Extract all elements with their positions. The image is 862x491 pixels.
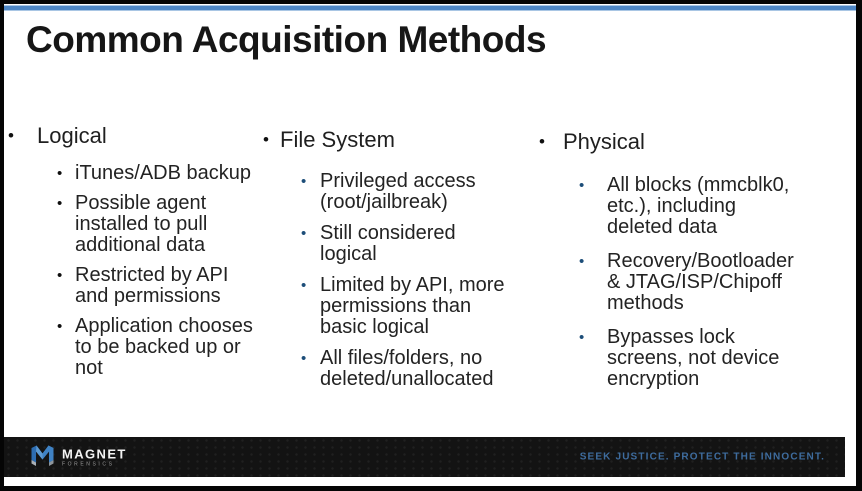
bullet-icon: • <box>57 267 63 284</box>
bullet-icon: • <box>8 126 14 145</box>
list-item-text: Limited by API, more permissions than ba… <box>320 274 505 338</box>
column-physical: • Physical • All blocks (mmcblk0, etc.),… <box>530 130 862 403</box>
slide-title: Common Acquisition Methods <box>26 19 547 60</box>
list-item-text: All files/folders, no deleted/unallocate… <box>320 347 494 390</box>
list-item: • Possible agent installed to pull addit… <box>0 193 275 256</box>
bullet-icon: • <box>57 318 63 335</box>
list-item: • All files/folders, no deleted/unalloca… <box>255 348 540 390</box>
list-item: • Restricted by API and permissions <box>0 265 275 307</box>
bullet-icon: • <box>301 173 307 190</box>
brand-name: MAGNET <box>62 446 127 461</box>
list-item: • iTunes/ADB backup <box>0 163 275 184</box>
list-item: • Bypasses lock screens, not device encr… <box>530 327 862 390</box>
list-item: • All blocks (mmcblk0, etc.), including … <box>530 175 862 238</box>
magnet-m-icon <box>31 445 54 466</box>
list-item-text: Privileged access (root/jailbreak) <box>320 170 476 213</box>
list-item: • Recovery/Bootloader & JTAG/ISP/Chipoff… <box>530 251 862 314</box>
bullet-icon: • <box>579 329 585 346</box>
list-item-text: Restricted by API and permissions <box>75 264 229 307</box>
bullet-icon: • <box>57 195 63 212</box>
bullet-icon: • <box>57 165 63 182</box>
column-header-label: Logical <box>37 123 107 148</box>
list-item: • Limited by API, more permissions than … <box>255 275 540 338</box>
title-underline-rule <box>4 5 856 11</box>
bullet-icon: • <box>301 225 307 242</box>
bullet-icon: • <box>301 350 307 367</box>
column-header: • Logical <box>0 124 275 147</box>
bullet-icon: • <box>301 277 307 294</box>
footer-tagline: SEEK JUSTICE. PROTECT THE INNOCENT. <box>579 451 825 463</box>
list-item-text: Application chooses to be backed up or n… <box>75 315 253 379</box>
column-header: • File System <box>255 128 540 151</box>
footer-bar: MAGNET FORENSICS SEEK JUSTICE. PROTECT T… <box>4 437 845 477</box>
list-item-text: iTunes/ADB backup <box>75 162 252 184</box>
list-item: • Application chooses to be backed up or… <box>0 316 275 379</box>
column-header: • Physical <box>530 130 862 153</box>
list-item: • Privileged access (root/jailbreak) <box>255 171 540 213</box>
bullet-icon: • <box>579 253 585 270</box>
list-item-text: Possible agent installed to pull additio… <box>75 192 208 256</box>
list-item-text: All blocks (mmcblk0, etc.), including de… <box>607 174 790 238</box>
bullet-icon: • <box>539 132 545 151</box>
list-item: • Still considered logical <box>255 223 540 265</box>
bullet-icon: • <box>263 130 269 149</box>
bullet-icon: • <box>579 177 585 194</box>
column-header-label: Physical <box>563 129 645 154</box>
list-item-text: Recovery/Bootloader & JTAG/ISP/Chipoff m… <box>607 250 794 314</box>
list-item-text: Still considered logical <box>320 222 456 265</box>
column-header-label: File System <box>280 127 395 152</box>
brand-text: MAGNET FORENSICS <box>62 447 127 467</box>
brand-subtitle: FORENSICS <box>62 461 115 467</box>
column-logical: • Logical • iTunes/ADB backup • Possible… <box>0 124 275 388</box>
list-item-text: Bypasses lock screens, not device encryp… <box>607 326 780 390</box>
column-file-system: • File System • Privileged access (root/… <box>255 128 540 400</box>
magnet-forensics-logo: MAGNET FORENSICS <box>30 445 127 470</box>
